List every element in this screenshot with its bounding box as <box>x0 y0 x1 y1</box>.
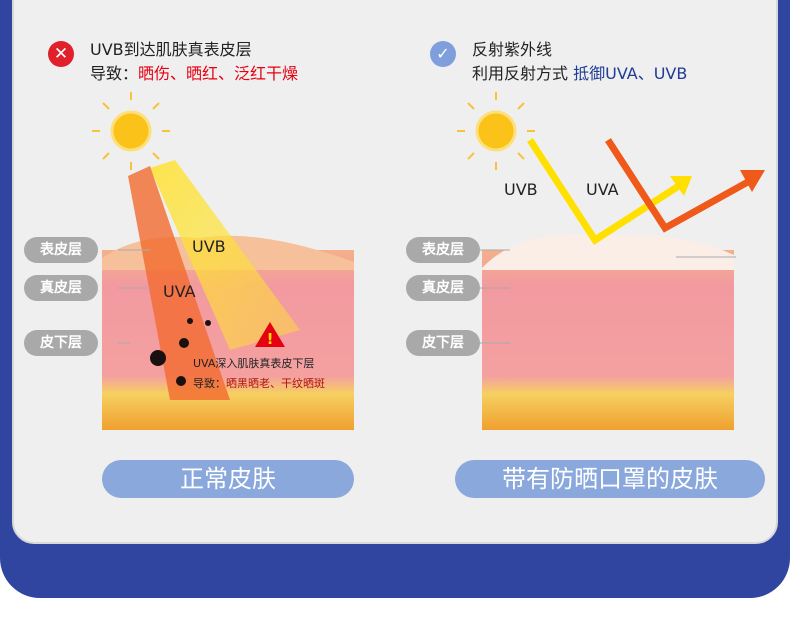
left-title: UVB到达肌肤真表皮层 <box>90 40 252 59</box>
layer-epidermis-right: 表皮层 <box>406 237 480 263</box>
sub-highlight: 抵御UVA、UVB <box>573 64 688 83</box>
right-title: 反射紫外线 <box>472 40 553 59</box>
uvb-reflect-arrow <box>527 138 690 245</box>
cause-label: 导致： <box>90 64 139 83</box>
caption-normal-skin: 正常皮肤 <box>102 460 354 498</box>
warning-line2: 导致：晒黑晒老、干纹晒斑 <box>193 375 325 391</box>
layer-dermis-left: 真皮层 <box>24 275 98 301</box>
layer-subcutis-left: 皮下层 <box>24 330 98 356</box>
x-circle-icon: ✕ <box>48 41 74 67</box>
cause-text: 晒伤、晒红、泛红干燥 <box>138 64 299 83</box>
svg-text:!: ! <box>267 330 274 348</box>
warning-icon: ! <box>255 322 285 348</box>
uvb-label-left: UVB <box>192 237 226 256</box>
uva-reflect-arrow <box>605 138 757 233</box>
left-cause: 导致：晒伤、晒红、泛红干燥 <box>90 62 298 86</box>
check-circle-icon: ✓ <box>430 41 456 67</box>
sub-label: 利用反射方式 <box>472 64 569 83</box>
uva-label-left: UVA <box>163 282 196 301</box>
sun-icon-right <box>457 92 535 170</box>
uvb-beam-left <box>150 160 300 350</box>
warning-label: 导致： <box>193 377 226 390</box>
skin-block-right <box>482 250 734 430</box>
sun-icon-left <box>92 92 170 170</box>
right-sub: 利用反射方式 抵御UVA、UVB <box>472 62 687 86</box>
layer-epidermis-left: 表皮层 <box>24 237 98 263</box>
uva-label-right: UVA <box>586 180 619 199</box>
layer-dermis-right: 真皮层 <box>406 275 480 301</box>
warning-line1: UVA深入肌肤真表皮下层 <box>193 357 315 370</box>
uva-beam-left <box>128 166 230 400</box>
uvb-label-right: UVB <box>504 180 538 199</box>
layer-subcutis-right: 皮下层 <box>406 330 480 356</box>
dark-spots <box>150 318 211 386</box>
caption-mask-skin: 带有防晒口罩的皮肤 <box>455 460 765 498</box>
warning-effects: 晒黑晒老、干纹晒斑 <box>226 377 325 390</box>
